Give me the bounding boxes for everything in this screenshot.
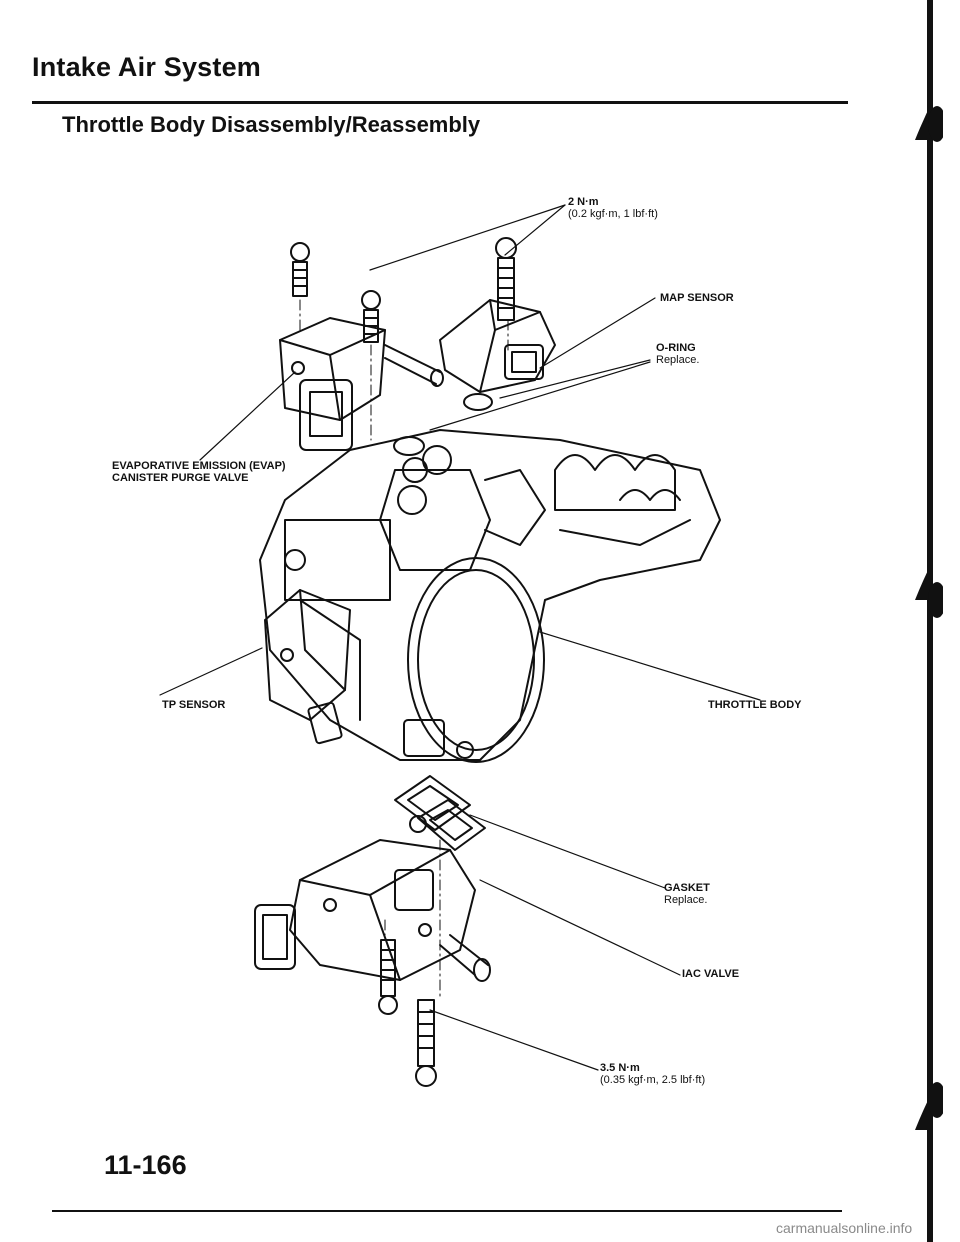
o-ring-name: O-RING: [656, 342, 696, 354]
page-number: 11-166: [104, 1150, 187, 1180]
screw-right: [495, 237, 517, 321]
torque-spec-bottom-value: 3.5 N·m: [600, 1062, 640, 1074]
gasket-note: Replace.: [664, 894, 708, 906]
torque-spec-bottom: 3.5 N·m (0.35 kgf·m, 2.5 lbf·ft): [600, 1062, 705, 1086]
gasket: [394, 775, 486, 851]
map-sensor: [439, 299, 556, 393]
screw-bottom-right: [415, 999, 437, 1087]
throttle-body-label: THROTTLE BODY: [708, 699, 802, 711]
map-sensor-label: MAP SENSOR: [660, 292, 734, 304]
evap-valve-line2: CANISTER PURGE VALVE: [112, 472, 249, 484]
evap-valve-label: EVAPORATIVE EMISSION (EVAP) CANISTER PUR…: [112, 460, 286, 484]
torque-spec-top-detail: (0.2 kgf·m, 1 lbf·ft): [568, 208, 658, 220]
iac-valve-label: IAC VALVE: [682, 968, 740, 980]
footer-rule: [52, 1210, 842, 1212]
leader-lines: [159, 204, 761, 1071]
throttle-body: [259, 429, 721, 763]
screw-left: [290, 242, 310, 297]
o-ring-label: O-RING Replace.: [656, 342, 699, 366]
centerlines: [299, 299, 509, 1001]
torque-spec-top: 2 N·m (0.2 kgf·m, 1 lbf·ft): [568, 196, 658, 220]
section-title: Intake Air System: [32, 52, 261, 82]
screw-bottom-left: [378, 939, 398, 1015]
torque-spec-bottom-detail: (0.35 kgf·m, 2.5 lbf·ft): [600, 1074, 706, 1086]
gasket-name: GASKET: [664, 882, 710, 894]
torque-spec-top-value: 2 N·m: [568, 196, 599, 208]
watermark: carmanualsonline.info: [776, 1220, 913, 1236]
page-title: Throttle Body Disassembly/Reassembly: [62, 112, 481, 137]
header-rule: [32, 101, 848, 104]
o-ring-note: Replace.: [656, 354, 700, 366]
o-ring-upper: [463, 393, 493, 411]
evap-purge-valve: [279, 317, 444, 451]
evap-valve-line1: EVAPORATIVE EMISSION (EVAP): [112, 460, 286, 472]
gasket-label: GASKET Replace.: [664, 882, 710, 906]
tp-sensor: [264, 589, 351, 745]
binding-edge-marks: [915, 0, 943, 1242]
iac-valve: [254, 839, 491, 982]
tp-sensor-label: TP SENSOR: [162, 699, 226, 711]
